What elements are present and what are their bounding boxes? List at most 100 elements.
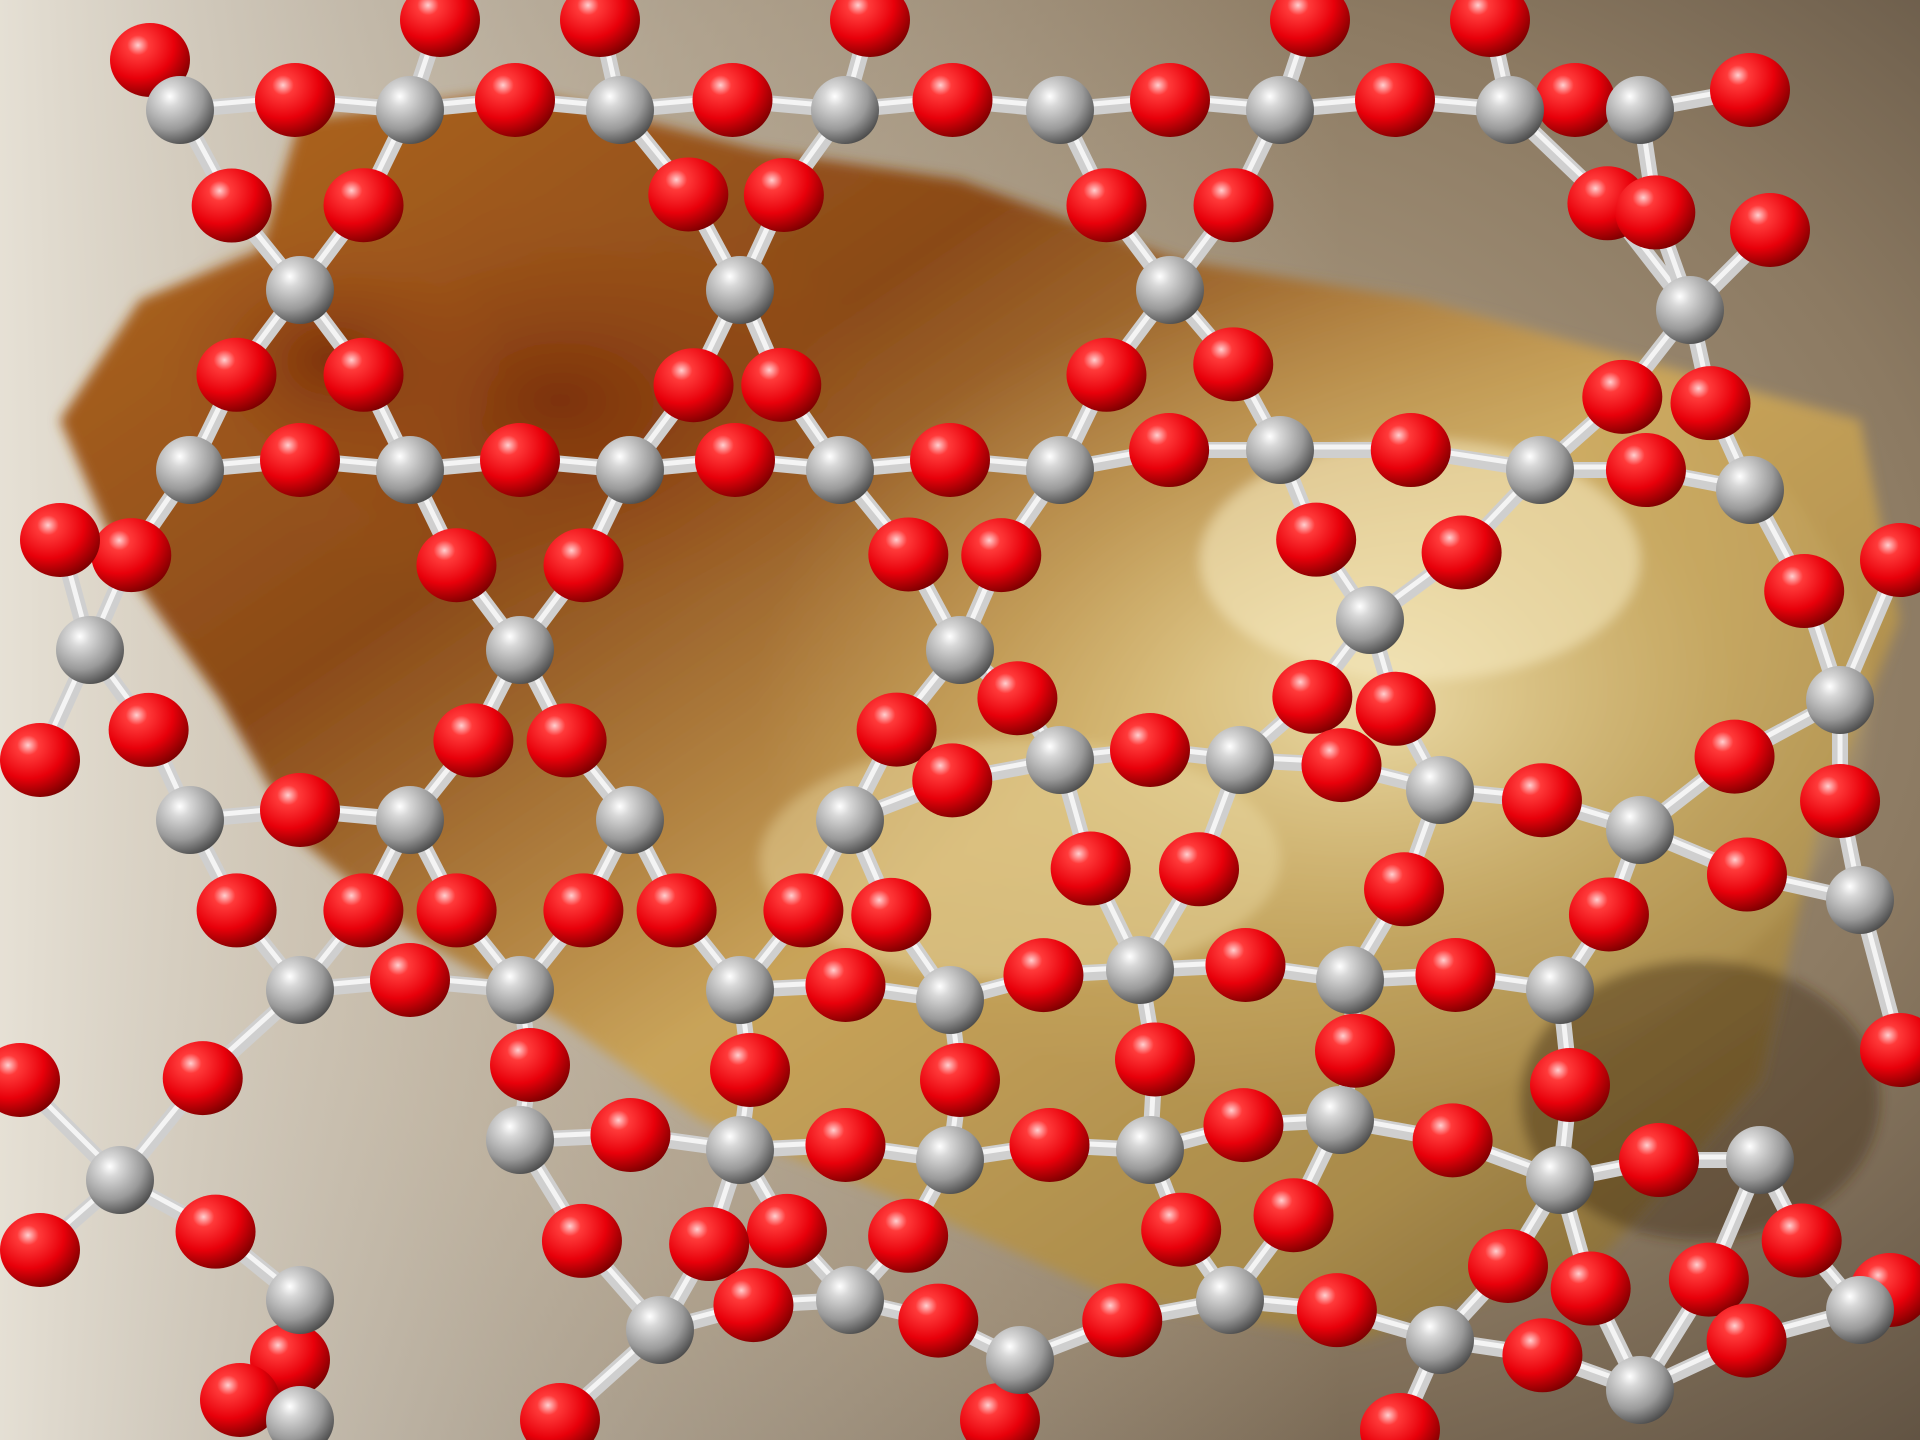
oxygen-atom bbox=[653, 348, 734, 423]
oxygen-atom bbox=[1502, 1318, 1583, 1393]
silicon-atom bbox=[1656, 276, 1724, 344]
silicon-atom bbox=[926, 616, 994, 684]
oxygen-atom bbox=[805, 948, 886, 1023]
oxygen-atom bbox=[416, 528, 497, 603]
oxygen-atom bbox=[851, 877, 932, 952]
oxygen-atom bbox=[912, 63, 993, 137]
silicon-atom bbox=[1196, 1266, 1264, 1334]
silicon-atom bbox=[1026, 726, 1094, 794]
oxygen-atom bbox=[1501, 763, 1582, 838]
oxygen-atom bbox=[255, 63, 335, 137]
oxygen-atom bbox=[898, 1283, 979, 1358]
gemstone bbox=[60, 90, 1900, 1340]
oxygen-atom bbox=[175, 1194, 256, 1269]
silicon-atom bbox=[986, 1326, 1054, 1394]
oxygen-atom bbox=[162, 1041, 243, 1116]
silicon-atom bbox=[146, 76, 214, 144]
silicon-atom bbox=[266, 1266, 334, 1334]
oxygen-atom bbox=[260, 423, 340, 497]
oxygen-atom bbox=[1668, 1242, 1749, 1317]
oxygen-atom bbox=[1450, 0, 1530, 57]
silicon-atom bbox=[1106, 936, 1174, 1004]
oxygen-atom bbox=[1421, 515, 1502, 590]
oxygen-atom bbox=[1568, 877, 1649, 952]
silicon-atom bbox=[806, 436, 874, 504]
oxygen-atom bbox=[196, 873, 277, 948]
oxygen-atom bbox=[1276, 502, 1357, 577]
oxygen-atom bbox=[1129, 413, 1210, 488]
silicon-atom bbox=[1606, 796, 1674, 864]
oxygen-atom bbox=[669, 1207, 750, 1282]
oxygen-atom bbox=[1272, 659, 1353, 734]
oxygen-atom bbox=[868, 1198, 949, 1273]
silicon-atom bbox=[1026, 436, 1094, 504]
oxygen-atom bbox=[520, 1383, 600, 1440]
silicon-atom bbox=[1206, 726, 1274, 794]
oxygen-atom bbox=[1270, 0, 1350, 57]
silicon-atom bbox=[1606, 76, 1674, 144]
silicon-atom bbox=[596, 436, 664, 504]
oxygen-atom bbox=[1800, 763, 1881, 838]
silicon-atom bbox=[1246, 76, 1314, 144]
silicon-atom bbox=[156, 786, 224, 854]
silicon-atom bbox=[916, 966, 984, 1034]
oxygen-atom bbox=[1314, 1013, 1395, 1088]
silicon-atom bbox=[1806, 666, 1874, 734]
oxygen-atom bbox=[1605, 433, 1686, 508]
oxygen-atom bbox=[1710, 53, 1790, 127]
oxygen-atom bbox=[1110, 713, 1190, 787]
silicon-atom bbox=[706, 256, 774, 324]
oxygen-atom bbox=[1066, 168, 1147, 243]
oxygen-atom bbox=[1415, 938, 1496, 1013]
oxygen-atom bbox=[1355, 63, 1435, 137]
oxygen-atom bbox=[1860, 1013, 1920, 1087]
silicon-atom bbox=[156, 436, 224, 504]
oxygen-atom bbox=[433, 703, 514, 778]
oxygen-atom bbox=[741, 347, 822, 422]
oxygen-atom bbox=[763, 873, 844, 948]
oxygen-atom bbox=[1364, 852, 1445, 927]
silicon-atom bbox=[1116, 1116, 1184, 1184]
oxygen-atom bbox=[590, 1098, 671, 1173]
silicon-atom bbox=[1526, 956, 1594, 1024]
oxygen-atom bbox=[1141, 1192, 1222, 1267]
oxygen-atom bbox=[1761, 1203, 1842, 1278]
silicon-atom bbox=[1336, 586, 1404, 654]
oxygen-atom bbox=[1730, 193, 1810, 267]
oxygen-atom bbox=[0, 723, 80, 797]
silicon-atom bbox=[266, 956, 334, 1024]
silicon-atom bbox=[1246, 416, 1314, 484]
silicon-atom bbox=[1316, 946, 1384, 1014]
oxygen-atom bbox=[1253, 1178, 1334, 1253]
oxygen-atom bbox=[400, 0, 480, 57]
oxygen-atom bbox=[713, 1268, 794, 1343]
silicon-atom bbox=[1406, 756, 1474, 824]
silicon-atom bbox=[586, 76, 654, 144]
oxygen-atom bbox=[977, 661, 1058, 736]
oxygen-atom bbox=[1582, 359, 1663, 434]
oxygen-atom bbox=[0, 1213, 80, 1287]
oxygen-atom bbox=[1301, 728, 1382, 803]
oxygen-atom bbox=[920, 1043, 1000, 1117]
oxygen-atom bbox=[1694, 719, 1775, 794]
oxygen-atom bbox=[743, 157, 824, 232]
oxygen-atom bbox=[323, 168, 404, 243]
oxygen-atom bbox=[1360, 1393, 1440, 1440]
oxygen-atom bbox=[370, 943, 450, 1017]
oxygen-atom bbox=[710, 1033, 790, 1107]
oxygen-atom bbox=[910, 423, 990, 497]
oxygen-atom bbox=[1535, 63, 1615, 137]
silicon-atom bbox=[1506, 436, 1574, 504]
silicon-atom bbox=[1716, 456, 1784, 524]
oxygen-atom bbox=[541, 1203, 622, 1278]
oxygen-atom bbox=[1670, 366, 1751, 441]
oxygen-atom bbox=[475, 63, 555, 137]
silicon-atom bbox=[1826, 866, 1894, 934]
oxygen-atom bbox=[1355, 671, 1436, 746]
silicon-atom bbox=[376, 436, 444, 504]
oxygen-atom bbox=[323, 873, 404, 948]
silicon-atom bbox=[486, 616, 554, 684]
